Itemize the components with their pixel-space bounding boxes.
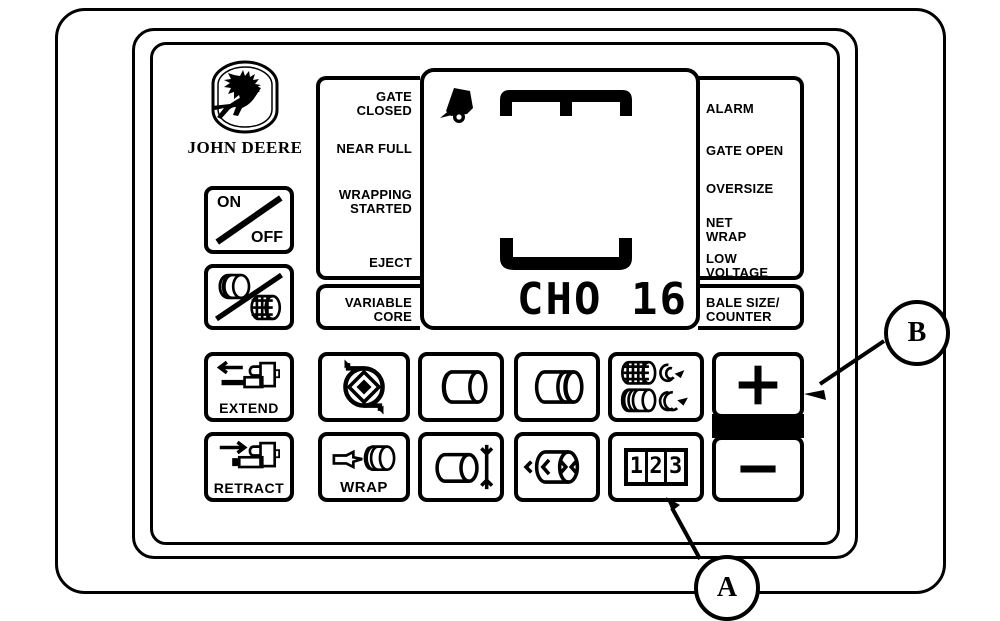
bale-width-button[interactable] (514, 432, 600, 502)
counter-digit: 1 (628, 452, 648, 482)
increment-decrement-rocker (712, 352, 804, 502)
extend-label: EXTEND (219, 400, 279, 416)
lcd-display: CHO 16 (420, 68, 700, 330)
indicator-label-low-voltage: LOW VOLTAGE (706, 251, 769, 281)
john-deere-logo: JOHN DEERE (186, 60, 304, 170)
bale-size-button[interactable] (418, 432, 504, 502)
callout-a-label: A (716, 572, 738, 603)
bale-right-edge-button[interactable] (514, 352, 600, 422)
power-diagonal-icon (215, 195, 283, 245)
power-off-label: OFF (251, 229, 283, 246)
indicator-label-alarm: ALARM (706, 101, 754, 116)
bale-chamber-bottom-icon (500, 238, 632, 270)
minus-icon (740, 465, 776, 473)
plus-button[interactable] (712, 352, 804, 418)
plus-icon (738, 365, 778, 405)
hand-wrap-bale-icon (332, 445, 396, 471)
right-lower-indicator-panel: BALE SIZE/ COUNTER (698, 284, 804, 330)
net-or-twine-wrap-select-icon (620, 360, 688, 413)
indicator-label-variable-core: VARIABLE CORE (344, 295, 412, 325)
retract-button[interactable]: RETRACT (204, 432, 294, 502)
counter-digit: 3 (669, 454, 683, 479)
bale-counter-button[interactable]: 1 2 3 (608, 432, 704, 502)
right-indicator-panel: ALARM GATE OPEN OVERSIZE NET WRAP LOW VO… (698, 76, 804, 280)
hydraulic-cylinder-retract-icon (219, 440, 280, 469)
wrap-select-button[interactable] (608, 352, 704, 422)
extend-button[interactable]: EXTEND (204, 352, 294, 422)
bale-density-core-icon (343, 359, 385, 415)
power-on-off-button[interactable]: ON OFF (204, 186, 294, 254)
bale-size-arrows-icon (435, 444, 494, 490)
indicator-label-eject: EJECT (369, 255, 412, 270)
brand-name: JOHN DEERE (187, 138, 303, 157)
bale-chamber-top-icon (500, 90, 632, 116)
wrap-label: WRAP (340, 479, 388, 496)
baler-icon (440, 88, 473, 123)
left-lower-indicator-panel: VARIABLE CORE (316, 284, 420, 330)
callout-a: A (694, 555, 760, 621)
bale-width-arrows-icon (523, 450, 580, 484)
left-indicator-panel: GATE CLOSED NEAR FULL WRAPPING STARTED E… (316, 76, 420, 280)
indicator-label-wrapping-started: WRAPPING STARTED (338, 187, 412, 217)
hydraulic-cylinder-extend-icon (216, 360, 280, 389)
minus-button[interactable] (712, 436, 804, 502)
bale-left-edge-button[interactable] (418, 352, 504, 422)
power-on-label: ON (217, 194, 241, 211)
indicator-label-oversize: OVERSIZE (706, 181, 774, 196)
retract-label: RETRACT (213, 480, 285, 496)
indicator-label-net-wrap: NET WRAP (706, 215, 747, 245)
callout-b: B (884, 300, 950, 366)
bale-density-button[interactable] (318, 352, 410, 422)
lcd-readout-text: CHO 16 (517, 274, 688, 325)
callout-b-label: B (907, 317, 927, 348)
bale-type-button[interactable] (204, 264, 294, 330)
leaping-deer-icon (211, 60, 279, 134)
indicator-label-near-full: NEAR FULL (336, 141, 412, 156)
wrap-button[interactable]: WRAP (318, 432, 410, 502)
indicator-label-bale-size-counter: BALE SIZE/ COUNTER (706, 295, 780, 325)
counter-digits-window: 1 2 3 (624, 448, 688, 486)
indicator-label-gate-open: GATE OPEN (706, 143, 784, 158)
bale-right-edge-icon (534, 370, 584, 404)
counter-digit: 2 (648, 452, 668, 482)
indicator-label-gate-closed: GATE CLOSED (356, 89, 412, 119)
bale-left-edge-icon (441, 370, 488, 404)
twine-vs-net-bale-icon (215, 272, 283, 322)
rocker-divider (712, 414, 804, 438)
